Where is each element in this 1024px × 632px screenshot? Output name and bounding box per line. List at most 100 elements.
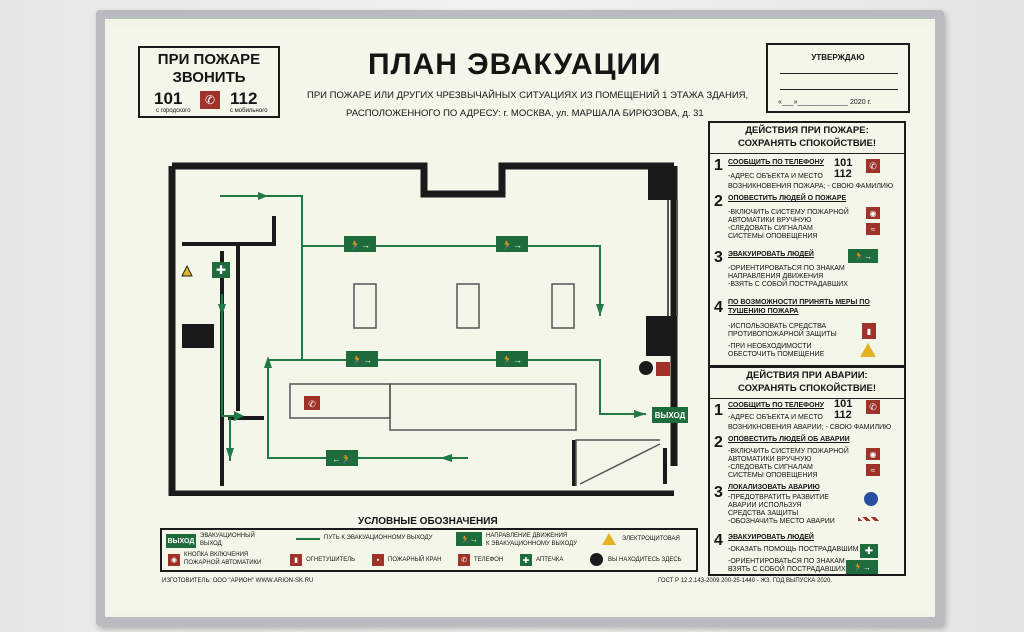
- legend-phone-text: ТЕЛЕФОН: [474, 557, 504, 563]
- arrow-4: [264, 356, 272, 368]
- accident-step-2-line-4: СИСТЕМЫ ОПОВЕЩЕНИЯ: [728, 472, 818, 479]
- legend-alarm-button-icon: ◉: [168, 554, 180, 566]
- phone-icon: ✆: [866, 400, 880, 414]
- legend-direction-icon: 🏃→: [456, 532, 482, 546]
- legend-path-icon: [296, 538, 320, 540]
- fire-step-1-num-101: 101: [834, 157, 853, 169]
- accident-step-3-line-2: АВАРИИ ИСПОЛЬЗУЯ: [728, 502, 802, 509]
- fire-step-4-head-2: ТУШЕНИЮ ПОЖАРА: [728, 308, 799, 315]
- alarm-button-icon: ◉: [866, 207, 880, 219]
- arrow-1: [258, 192, 268, 200]
- arrow-6: [218, 304, 226, 316]
- accident-step-1-num-101: 101: [834, 398, 853, 410]
- accident-actions-title-1: ДЕЙСТВИЯ ПРИ АВАРИИ:: [746, 370, 868, 381]
- exit-sign-3: [346, 351, 378, 367]
- accident-step-4-number: 4: [714, 532, 723, 549]
- inner-wall-1: [182, 216, 276, 246]
- accident-step-3-line-4: -ОБОЗНАЧИТЬ МЕСТО АВАРИИ: [728, 518, 835, 525]
- plan-title: ПЛАН ЭВАКУАЦИИ: [368, 48, 662, 81]
- fire-step-3-line-1: -ОРИЕНТИРОВАТЬСЯ ПО ЗНАКАМ: [728, 265, 845, 272]
- protective-equipment-icon: [864, 492, 878, 506]
- accident-step-4-line-2: -ОРИЕНТИРОВАТЬСЯ ПО ЗНАКАМ: [728, 558, 845, 565]
- plan-subtitle-1: ПРИ ПОЖАРЕ ИЛИ ДРУГИХ ЧРЕЗВЫЧАЙНЫХ СИТУА…: [307, 90, 749, 101]
- arrow-8: [226, 448, 234, 460]
- legend-first-aid-text: АПТЕЧКА: [536, 557, 564, 563]
- fire-step-2-line-4: СИСТЕМЫ ОПОВЕЩЕНИЯ: [728, 233, 818, 240]
- accident-step-1-number: 1: [714, 402, 723, 419]
- phone-icon: ✆: [200, 91, 220, 109]
- fire-call-title-1: ПРИ ПОЖАРЕ: [157, 51, 261, 68]
- svg-text:🏃→: 🏃→: [502, 354, 522, 365]
- fire-actions-title-1: ДЕЙСТВИЯ ПРИ ПОЖАРЕ:: [745, 125, 869, 136]
- you-are-here-marker: [639, 361, 653, 375]
- fire-step-1-number: 1: [714, 157, 723, 174]
- approve-date: «___»_____________ 2020 г.: [778, 99, 872, 106]
- accident-step-1-num-112: 112: [834, 409, 852, 421]
- route-lower: [268, 359, 646, 415]
- fire-actions-title-2: СОХРАНЯТЬ СПОКОЙСТВИЕ!: [737, 138, 877, 149]
- accident-step-3-head: ЛОКАЛИЗОВАТЬ АВАРИЮ: [728, 484, 820, 491]
- fire-step-4-line-1: -ИСПОЛЬЗОВАТЬ СРЕДСТВА: [728, 323, 827, 330]
- fire-step-3-line-2: НАПРАВЛЕНИЯ ДВИЖЕНИЯ: [728, 273, 824, 280]
- approve-box: УТВЕРЖДАЮ «___»_____________ 2020 г.: [766, 43, 910, 113]
- panel-warning-icon: [181, 264, 193, 277]
- legend-you-are-here-text: ВЫ НАХОДИТЕСЬ ЗДЕСЬ: [608, 557, 682, 563]
- accident-step-2-head: ОПОВЕСТИТЬ ЛЮДЕЙ ОБ АВАРИИ: [728, 436, 850, 443]
- fire-step-3-head: ЭВАКУИРОВАТЬ ЛЮДЕЙ: [728, 251, 814, 258]
- legend-first-aid-icon: ✚: [520, 554, 532, 566]
- phone-icon: ✆: [866, 159, 880, 173]
- table-1: [353, 283, 377, 329]
- arrow-3: [634, 410, 646, 418]
- floor-plan: 🏃→ 🏃→ 🏃→ 🏃→ ←🏃 ✚ ✆: [168, 162, 678, 496]
- exit-sign-1: [344, 236, 376, 252]
- plan-subtitle-2: РАСПОЛОЖЕННОГО ПО АДРЕСУ: г. МОСКВА, ул.…: [346, 108, 704, 119]
- legend-title: УСЛОВНЫЕ ОБОЗНАЧЕНИЯ: [358, 516, 498, 527]
- svg-text:✆: ✆: [308, 399, 316, 409]
- legend-path-text: ПУТЬ К ЭВАКУАЦИОННОМУ ВЫХОДУ: [324, 535, 433, 541]
- table-2: [456, 283, 480, 329]
- svg-text:✚: ✚: [216, 263, 226, 277]
- approve-sign-line-1: [780, 73, 898, 74]
- exit-arrow-icon: 🏃→: [848, 249, 878, 263]
- arrow-2: [596, 304, 604, 316]
- fire-step-4-line-3: -ПРИ НЕОБХОДИМОСТИ: [728, 343, 812, 350]
- fire-step-4-head-1: ПО ВОЗМОЖНОСТИ ПРИНЯТЬ МЕРЫ ПО: [728, 299, 870, 306]
- column-3: [182, 324, 214, 348]
- column-1: [648, 166, 674, 200]
- svg-text:←🏃: ←🏃: [332, 453, 352, 464]
- accident-step-1-head: СООБЩИТЬ ПО ТЕЛЕФОНУ: [728, 402, 824, 409]
- outer-wall-bottom: [168, 166, 674, 496]
- fire-step-1-line-1: -АДРЕС ОБЪЕКТА И МЕСТО: [728, 173, 823, 180]
- accident-step-3-line-1: -ПРЕДОТВРАТИТЬ РАЗВИТИЕ: [728, 494, 829, 501]
- approve-sign-line-2: [780, 89, 898, 90]
- fire-step-3-line-3: -ВЗЯТЬ С СОБОЙ ПОСТРАДАВШИХ: [728, 281, 848, 288]
- accident-step-2-line-3: -СЛЕДОВАТЬ СИГНАЛАМ: [728, 464, 813, 471]
- exit-arrow-icon: 🏃→: [846, 560, 878, 574]
- counter-2: [389, 383, 577, 431]
- legend-hydrant-text: ПОЖАРНЫЙ КРАН: [388, 557, 442, 563]
- first-aid-icon: ✚: [860, 544, 878, 558]
- arrow-7: [234, 411, 244, 421]
- outer-wall-top: [172, 162, 674, 198]
- accident-step-3-line-3: СРЕДСТВА ЗАЩИТЫ: [728, 510, 799, 517]
- fire-step-1-head: СООБЩИТЬ ПО ТЕЛЕФОНУ: [728, 159, 824, 166]
- accident-step-2-line-2: АВТОМАТИКИ ВРУЧНУЮ: [728, 456, 812, 463]
- fire-call-box: ПРИ ПОЖАРЕ ЗВОНИТЬ 101 с городского ✆ 11…: [138, 46, 280, 118]
- fire-step-4-line-2: ПРОТИВОПОЖАРНОЙ ЗАЩИТЫ: [728, 331, 837, 338]
- legend-extinguisher-text: ОГНЕТУШИТЕЛЬ: [306, 557, 356, 563]
- approve-title: УТВЕРЖДАЮ: [811, 53, 865, 62]
- fire-step-2-number: 2: [714, 193, 723, 210]
- svg-text:🏃→: 🏃→: [352, 354, 372, 365]
- arrow-5: [440, 454, 452, 462]
- plan-exit-sign: ВЫХОД: [652, 407, 688, 423]
- fire-number-101-note: с городского: [156, 108, 191, 114]
- fire-actions-panel: ДЕЙСТВИЯ ПРИ ПОЖАРЕ: СОХРАНЯТЬ СПОКОЙСТВ…: [708, 121, 906, 367]
- exit-sign-5: [326, 450, 358, 466]
- accident-step-4-line-1: -ОКАЗАТЬ ПОМОЩЬ ПОСТРАДАВШИМ: [728, 546, 859, 553]
- svg-text:🏃→: 🏃→: [502, 239, 522, 250]
- legend-direction-text-2: К ЭВАКУАЦИОННОМУ ВЫХОДУ: [486, 541, 578, 547]
- accident-step-4-head: ЭВАКУИРОВАТЬ ЛЮДЕЙ: [728, 534, 814, 541]
- extinguisher-plan-icon: [656, 362, 670, 376]
- fire-step-2-line-2: АВТОМАТИКИ ВРУЧНУЮ: [728, 217, 812, 224]
- fire-step-4-number: 4: [714, 299, 723, 316]
